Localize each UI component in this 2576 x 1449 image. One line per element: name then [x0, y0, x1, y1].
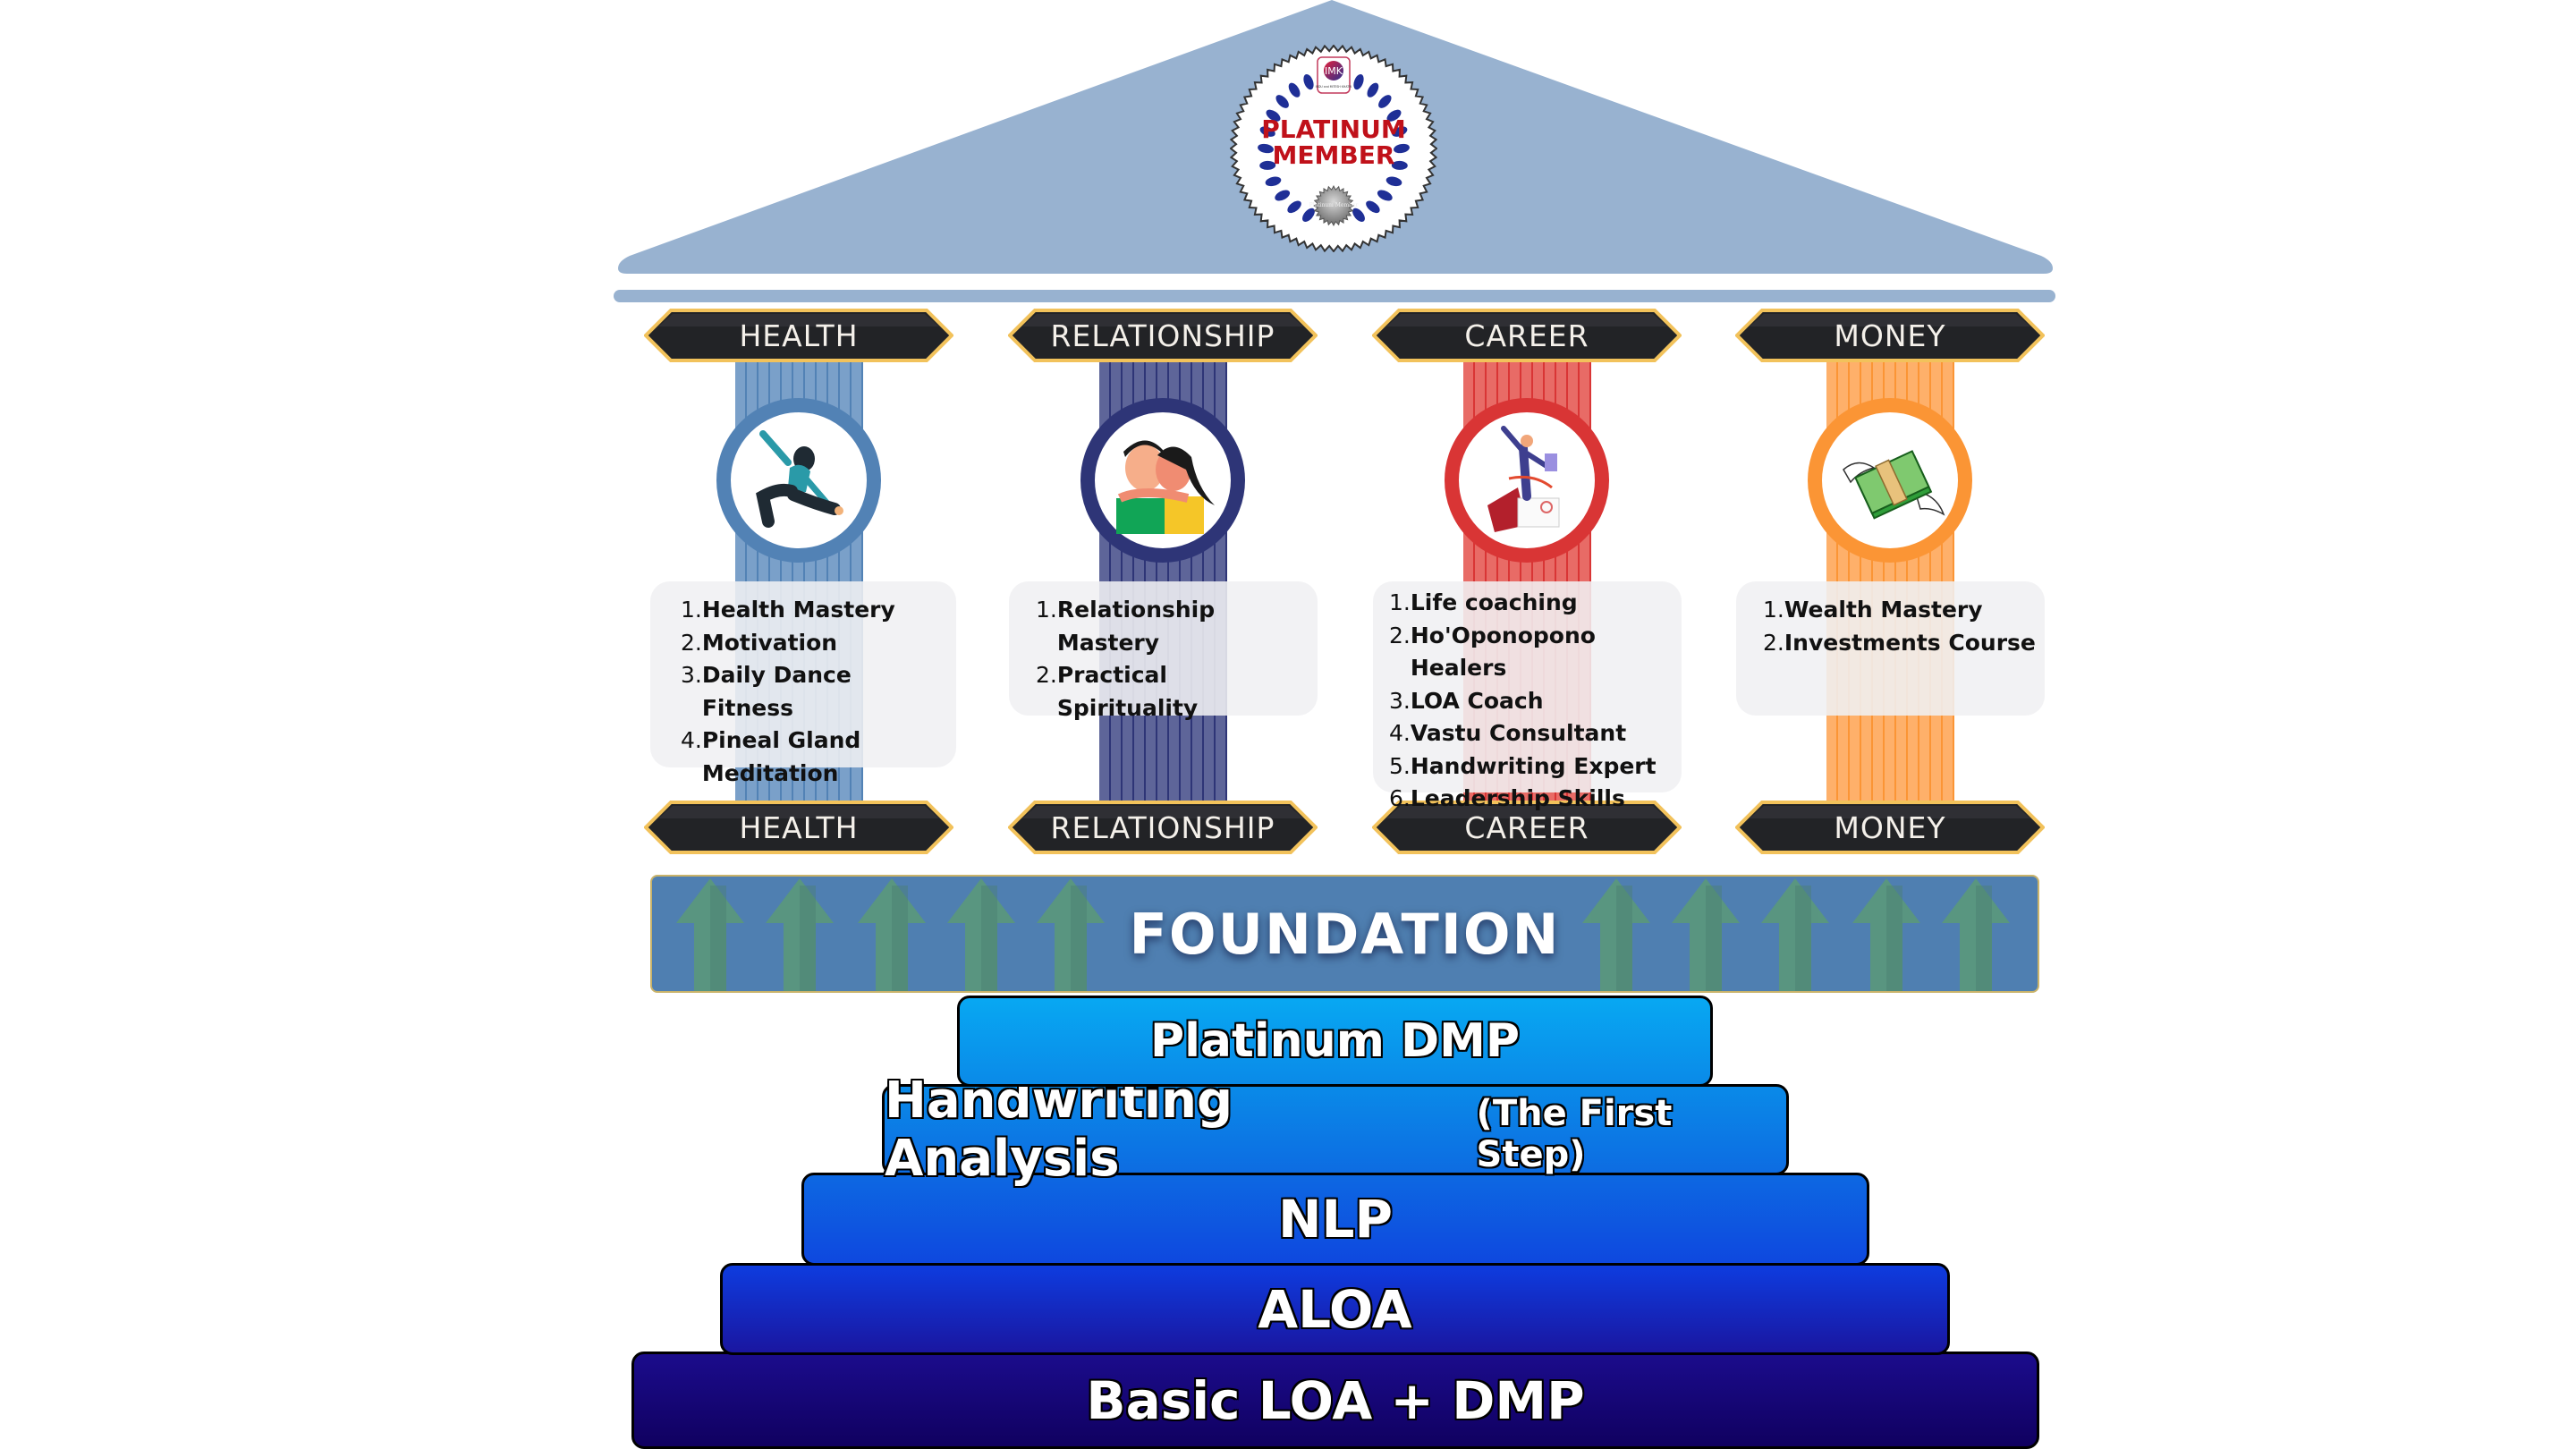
list-item-text: Daily Dance Fitness	[701, 662, 852, 721]
banner-top-money-label: MONEY	[1834, 318, 1946, 353]
list-item: 5.Handwriting Expert	[1389, 750, 1673, 784]
list-item: 2.Motivation	[681, 627, 947, 660]
step-handwriting-analysis: Handwriting Analysis (The First Step)	[882, 1072, 1789, 1188]
list-item-number: 4.	[681, 727, 702, 753]
up-arrow-icon	[858, 878, 926, 991]
list-item-number: 2.	[1389, 622, 1411, 648]
step-platinum-dmp: Platinum DMP	[957, 996, 1713, 1087]
banner-top-health-label: HEALTH	[739, 318, 859, 353]
list-item-number: 6.	[1389, 785, 1411, 811]
banner-top-health: HEALTH	[644, 309, 953, 362]
up-arrow-icon	[1037, 878, 1105, 991]
laurel-wreath-icon	[1258, 73, 1410, 223]
list-item-number: 3.	[681, 662, 702, 688]
imk-logo-icon: IMK INDU and MITESH KHATRI	[1316, 56, 1352, 94]
banner-bottom-money: MONEY	[1735, 801, 2045, 854]
up-arrow-icon	[947, 878, 1015, 991]
list-item-text: Handwriting Expert	[1410, 752, 1657, 779]
list-item: 2.Investments Course	[1763, 627, 2036, 660]
list-item-number: 1.	[1036, 597, 1057, 623]
foundation-label: FOUNDATION	[1129, 901, 1561, 967]
list-item-number: 2.	[1036, 662, 1057, 688]
banner-bottom-money-label: MONEY	[1834, 809, 1946, 845]
list-item-text: Practical Spirituality	[1056, 662, 1199, 721]
hugging-couple-icon	[1080, 398, 1245, 563]
up-arrow-icon	[1761, 878, 1829, 991]
step-aloa: ALOA	[720, 1263, 1950, 1355]
up-arrow-icon	[1942, 878, 2010, 991]
list-item-text: LOA Coach	[1410, 687, 1544, 714]
step-label: NLP	[1277, 1189, 1393, 1250]
step-label: Platinum DMP	[1149, 1014, 1521, 1068]
svg-text:Platinum Member: Platinum Member	[1309, 202, 1359, 208]
up-arrow-icon	[766, 878, 834, 991]
list-item: 1.Health Mastery	[681, 594, 947, 627]
list-item-text: Pineal Gland Meditation	[701, 727, 861, 786]
list-item-number: 3.	[1389, 687, 1411, 714]
up-arrow-icon	[1672, 878, 1740, 991]
list-item-number: 5.	[1389, 752, 1411, 779]
up-arrow-icon	[1852, 878, 1920, 991]
list-item-text: Investments Course	[1784, 629, 2036, 656]
badge-line2: MEMBER	[1273, 140, 1395, 170]
banner-top-money: MONEY	[1735, 309, 2045, 362]
banner-bottom-health-label: HEALTH	[739, 809, 859, 845]
businessman-success-icon	[1445, 398, 1609, 563]
list-item-text: Wealth Mastery	[1784, 597, 1983, 623]
list-item-text: Life coaching	[1410, 589, 1578, 615]
yoga-woman-icon	[716, 398, 881, 563]
list-item: 1.Wealth Mastery	[1763, 594, 2036, 627]
up-arrows	[676, 878, 2010, 991]
list-item-text: Motivation	[701, 629, 838, 656]
step-label: Handwriting Analysis	[885, 1072, 1233, 1188]
banner-bottom-career: CAREER	[1372, 801, 1682, 854]
list-item: 2.Practical Spirituality	[1036, 659, 1309, 724]
list-item: 1.Life coaching	[1389, 587, 1673, 620]
list-item-number: 2.	[681, 629, 702, 656]
badge-line1: PLATINUM	[1261, 114, 1405, 144]
list-item: 3.Daily Dance Fitness	[681, 659, 947, 724]
list-item-number: 4.	[1389, 720, 1411, 746]
list-item: 4.Vastu Consultant	[1389, 717, 1673, 750]
roof-beam	[614, 290, 2055, 302]
list-item-text: Vastu Consultant	[1410, 720, 1627, 746]
banner-top-relationship-label: RELATIONSHIP	[1050, 318, 1275, 353]
up-arrow-icon	[676, 878, 744, 991]
banner-bottom-relationship: RELATIONSHIP	[1008, 801, 1318, 854]
list-item: 6.Leadership Skills	[1389, 783, 1673, 816]
svg-text:INDU and MITESH KHATRI: INDU and MITESH KHATRI	[1316, 85, 1352, 89]
list-item: 2.Ho'Oponopono Healers	[1389, 620, 1673, 685]
platinum-member-badge: IMK INDU and MITESH KHATRI PLATINUM MEMB…	[1229, 44, 1438, 253]
list-item-number: 1.	[1389, 589, 1411, 615]
flying-money-icon	[1808, 398, 1972, 563]
svg-text:IMK: IMK	[1325, 65, 1343, 77]
up-arrow-icon	[1582, 878, 1650, 991]
list-item-text: Relationship Mastery	[1056, 597, 1216, 656]
banner-bottom-health: HEALTH	[644, 801, 953, 854]
banner-top-relationship: RELATIONSHIP	[1008, 309, 1318, 362]
banner-top-career-label: CAREER	[1464, 318, 1589, 353]
banner-bottom-career-label: CAREER	[1464, 809, 1589, 845]
step-basic-loa-dmp: Basic LOA + DMP	[631, 1352, 2039, 1449]
list-item-text: Health Mastery	[701, 597, 895, 623]
list-item-text: Leadership Skills	[1410, 785, 1625, 811]
list-item: 3.LOA Coach	[1389, 685, 1673, 718]
step-sublabel: (The First Step)	[1476, 1093, 1673, 1175]
list-item-number: 2.	[1763, 629, 1784, 656]
silver-seal-icon: Platinum Member	[1309, 184, 1359, 227]
list-item-number: 1.	[1763, 597, 1784, 623]
banner-bottom-relationship-label: RELATIONSHIP	[1050, 809, 1275, 845]
banner-top-career: CAREER	[1372, 309, 1682, 362]
list-item: 4.Pineal Gland Meditation	[681, 724, 947, 790]
step-label: ALOA	[1258, 1278, 1412, 1340]
step-label: Basic LOA + DMP	[1086, 1369, 1585, 1431]
list-item: 1.Relationship Mastery	[1036, 594, 1309, 659]
list-item-number: 1.	[681, 597, 702, 623]
foundation-slab: FOUNDATION	[650, 875, 2039, 993]
list-item-text: Ho'Oponopono Healers	[1410, 622, 1596, 682]
